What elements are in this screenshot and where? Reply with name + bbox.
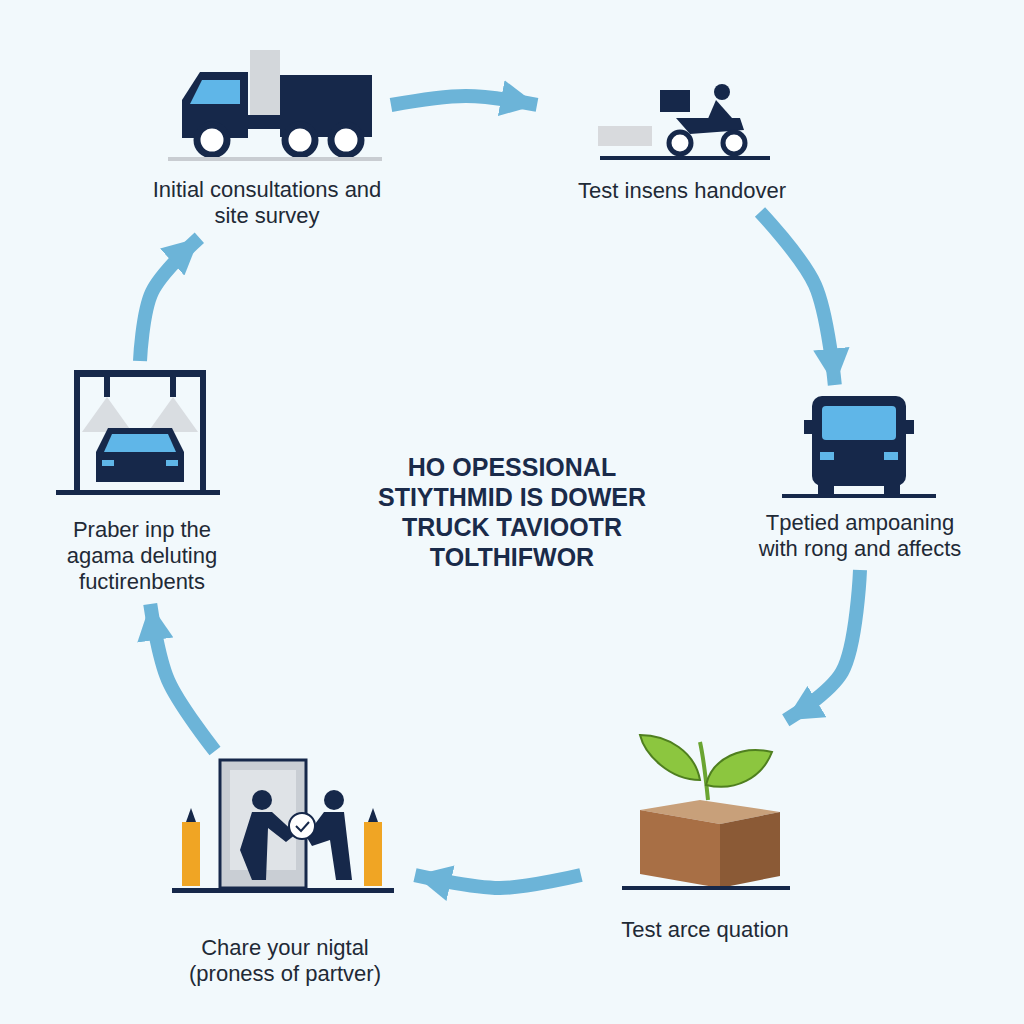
- kiosk-handshake-icon: [172, 760, 394, 893]
- step-label: Tpetied ampoaning with rong and affects: [755, 510, 965, 562]
- center-title: HO OPESSIONAL STIYTHMID IS DOWER TRUCK T…: [352, 452, 672, 572]
- step-node: Tpetied ampoaning with rong and affects: [755, 390, 965, 566]
- flow-arrow: [150, 604, 215, 751]
- step-node: Praber inp the agama deluting fuctirenbe…: [47, 365, 237, 599]
- flow-arrow: [760, 212, 835, 385]
- truck-icon: [168, 50, 382, 161]
- step-node: Test insens handover: [542, 80, 822, 208]
- flow-arrow: [786, 570, 860, 720]
- van-icon: [782, 396, 936, 498]
- motorbike-icon: [598, 84, 770, 160]
- step-label: Chare your nigtal (proness of partver): [160, 935, 410, 987]
- step-node: Initial consultations and site survey: [147, 45, 387, 233]
- flow-arrow: [391, 96, 537, 105]
- car-wash-icon: [56, 370, 220, 495]
- plant-box-icon: [622, 735, 790, 890]
- step-label: Initial consultations and site survey: [147, 177, 387, 229]
- step-node: Test arce quation: [585, 725, 825, 947]
- step-node: Chare your nigtal (proness of partver): [160, 755, 410, 991]
- flow-arrow: [415, 875, 581, 888]
- step-label: Praber inp the agama deluting fuctirenbe…: [47, 517, 237, 595]
- step-label: Test insens handover: [542, 178, 822, 204]
- flow-arrow: [140, 238, 199, 361]
- step-label: Test arce quation: [585, 917, 825, 943]
